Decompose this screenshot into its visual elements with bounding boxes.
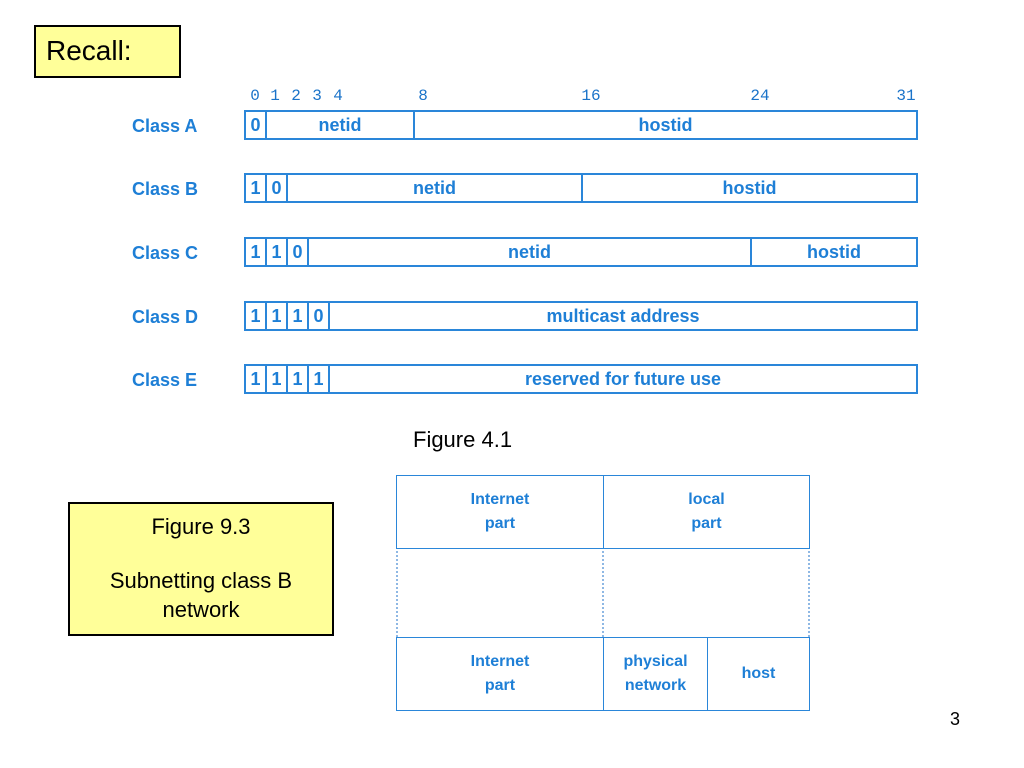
hostid-field: hostid [638,114,693,135]
class-bit: 1 [246,175,267,201]
host-field: host [741,665,776,682]
figure-9-3-title: Figure 9.3 [151,514,251,539]
dotted-guide [396,551,398,637]
class-bit: 0 [309,303,330,329]
internet-part-field: Internet part [397,476,604,548]
class-a-label: Class A [132,116,198,136]
recall-label: Recall: [46,35,132,66]
netid-field: netid [309,239,752,265]
class-e-label: Class E [132,370,198,390]
bit-number: 1 [270,87,280,105]
figure-4-1-caption: Figure 4.1 [413,427,513,452]
reserved-field: reserved for future use [524,368,722,389]
hostid-field: hostid [807,241,861,262]
class-c-label: Class C [132,243,199,263]
bit-number: 3 [312,87,322,105]
class-e-row: 1 1 1 1 reserved for future use [244,364,918,394]
subnet-address-bottom: Internet part physical network host [396,637,810,711]
figure-9-3-box: Figure 9.3 Subnetting class B network [68,502,334,636]
netid-field: netid [267,112,415,138]
class-bit: 0 [267,175,288,201]
class-bit: 1 [309,366,330,392]
subnet-address-top: Internet part local part [396,475,810,549]
recall-box: Recall: [34,25,181,78]
bit-number: 4 [333,87,343,105]
class-bit: 1 [267,366,288,392]
figure-9-3-description: Subnetting class B network [109,568,293,622]
bit-number: 8 [418,87,428,105]
bit-number: 24 [750,87,770,105]
bit-number: 0 [250,87,260,105]
class-bit: 0 [288,239,309,265]
class-bit: 0 [246,112,267,138]
dotted-guide [602,551,604,637]
class-bit: 1 [267,239,288,265]
class-b-label: Class B [132,179,199,199]
bit-number: 2 [291,87,301,105]
class-bit: 1 [288,303,309,329]
class-d-row: 1 1 1 0 multicast address [244,301,918,331]
class-bit: 1 [267,303,288,329]
class-bit: 1 [246,366,267,392]
multicast-field: multicast address [546,305,700,326]
bit-number: 31 [896,87,916,105]
class-bit: 1 [288,366,309,392]
physical-network-field: physical network [604,638,708,710]
dotted-guide [808,551,810,637]
page-number: 3 [950,709,961,729]
bit-number: 16 [581,87,601,105]
class-bit: 1 [246,239,267,265]
local-part-field: local part [688,491,725,532]
class-a-row: 0 netid hostid [244,110,918,140]
class-c-row: 1 1 0 netid hostid [244,237,918,267]
internet-part-field: Internet part [397,638,604,710]
hostid-field: hostid [722,177,777,198]
netid-field: netid [288,175,583,201]
class-d-label: Class D [132,307,199,327]
class-b-row: 1 0 netid hostid [244,173,918,203]
class-bit: 1 [246,303,267,329]
